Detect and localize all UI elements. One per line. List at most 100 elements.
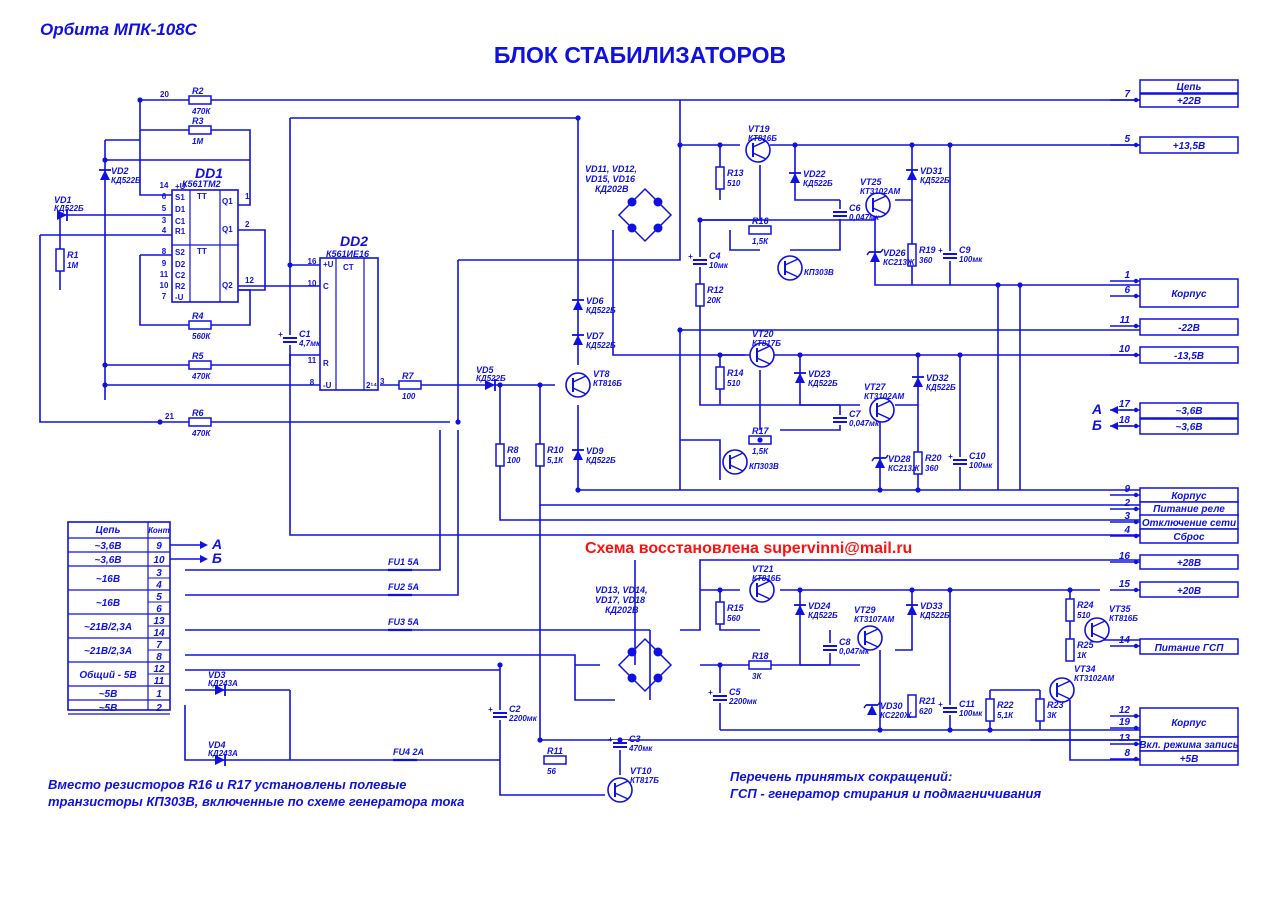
junction-dot (877, 487, 883, 493)
diode-ref: VD26 (883, 248, 907, 258)
resistor-ref: R16 (752, 216, 770, 226)
junction-dot (947, 587, 953, 593)
resistor-symbol (715, 366, 725, 390)
resistor-symbol (985, 698, 995, 722)
capacitor-gap (492, 710, 508, 720)
capacitor-gap (832, 209, 848, 219)
output-table-cell (1139, 136, 1239, 154)
output-table-label: ~3,6В (1176, 406, 1203, 417)
connector-dot (1133, 407, 1139, 413)
diode-symbol (215, 755, 225, 765)
connector-dot (1133, 587, 1139, 593)
polarity-mark: + (938, 246, 943, 255)
diode-ref: VD32 (926, 373, 949, 383)
capacitor-ref: C1 (299, 329, 311, 339)
resistor-symbol (55, 248, 65, 272)
resistor-symbol (543, 755, 567, 765)
wire (458, 230, 681, 261)
wire (794, 145, 840, 201)
transistor-lead (572, 387, 587, 395)
output-table-pin: 16 (1119, 551, 1131, 562)
resistor-ref: R10 (547, 445, 564, 455)
diode-value: КД522Б (920, 611, 950, 620)
junction-dot (717, 352, 723, 358)
junction-dot (157, 419, 163, 425)
transistor-lead (1091, 620, 1106, 628)
capacitor-gap (942, 251, 958, 261)
transistor-value: КТ816Б (1109, 614, 1138, 623)
resistor-value: 470К (191, 107, 211, 116)
wire (780, 405, 841, 431)
capacitor-ref: C7 (849, 409, 861, 419)
resistor-value: 1М (192, 137, 203, 146)
transistor-ref: VT21 (752, 564, 774, 574)
output-table-pin: 4 (1123, 525, 1130, 536)
dd2-pin-number: 11 (308, 356, 317, 365)
input-table-label: ~3,6В (95, 555, 122, 566)
diode-ref: VD24 (808, 601, 831, 611)
diode-symbol (795, 373, 805, 383)
wire (105, 354, 320, 366)
polarity-mark: + (278, 330, 283, 339)
transistor-lead (1091, 632, 1106, 640)
junction-dot (537, 737, 543, 743)
dd2-pin-label: 2¹⁴ (366, 381, 377, 390)
dd1-pin-label: R2 (175, 282, 186, 291)
resistor-value: 560 (727, 614, 741, 623)
diode-ref: VD1 (54, 195, 72, 205)
resistor-ref: R2 (192, 86, 204, 96)
diode-symbol (907, 170, 917, 180)
output-table-label: +28В (1177, 558, 1201, 569)
input-table-pin: 2 (155, 703, 162, 714)
output-table-label: +5В (1180, 754, 1199, 765)
connector-dot (1133, 278, 1139, 284)
diode-value: КД243А (208, 679, 238, 688)
transistor-ref: VT8 (593, 369, 610, 379)
capacitor-gap (692, 257, 708, 267)
bridge-value: КД202В (605, 605, 639, 615)
diode-ref: VD30 (880, 701, 903, 711)
resistor-ref: R25 (1077, 640, 1095, 650)
dd1-name: DD1 (195, 165, 223, 181)
bridge-diode (627, 223, 637, 233)
transistor-value: КТ816Б (752, 574, 781, 583)
polarity-mark: + (608, 735, 613, 744)
transistor-value: КТ3102АМ (860, 187, 900, 196)
junction-dot (915, 352, 921, 358)
output-table-pin: 14 (1119, 635, 1131, 646)
output-table-cell (1139, 638, 1239, 655)
transistor-lead (784, 258, 799, 266)
resistor-ref: R3 (192, 116, 204, 126)
resistor-value: 470К (191, 372, 211, 381)
capacitor-gap (952, 457, 968, 467)
diode-value: КД522Б (111, 176, 141, 185)
arrow-head (1110, 422, 1118, 430)
diode-ref: VD4 (208, 740, 226, 750)
resistor-value: 100 (507, 456, 521, 465)
wire (680, 559, 1140, 631)
arrow-head (200, 541, 208, 549)
polarity-mark: + (938, 700, 943, 709)
transistor-lead (729, 464, 744, 472)
connector-dot (1133, 323, 1139, 329)
transistor-lead (756, 592, 771, 600)
junction-dot (497, 662, 503, 668)
output-table-pin: 9 (1124, 484, 1130, 495)
junction-dot (1067, 587, 1073, 593)
dd1-pin-number: 11 (160, 270, 169, 279)
dd2-pin-number: 3 (380, 377, 385, 386)
node-label: 20 (160, 90, 169, 99)
input-table-label: ~5В (99, 689, 118, 700)
wire (185, 430, 441, 571)
junction-dots (102, 97, 1073, 743)
transistor-ref: VT29 (854, 605, 876, 615)
wire (729, 230, 760, 251)
transistor-lead (784, 270, 799, 278)
input-table-pin: 14 (153, 628, 165, 639)
resistor-value: 100 (402, 392, 416, 401)
output-table-pin: 17 (1119, 399, 1131, 410)
junction-dot (909, 587, 915, 593)
wire (289, 118, 1140, 536)
capacitor-ref: C5 (729, 687, 741, 697)
output-table-label: Цепь (1177, 82, 1202, 93)
